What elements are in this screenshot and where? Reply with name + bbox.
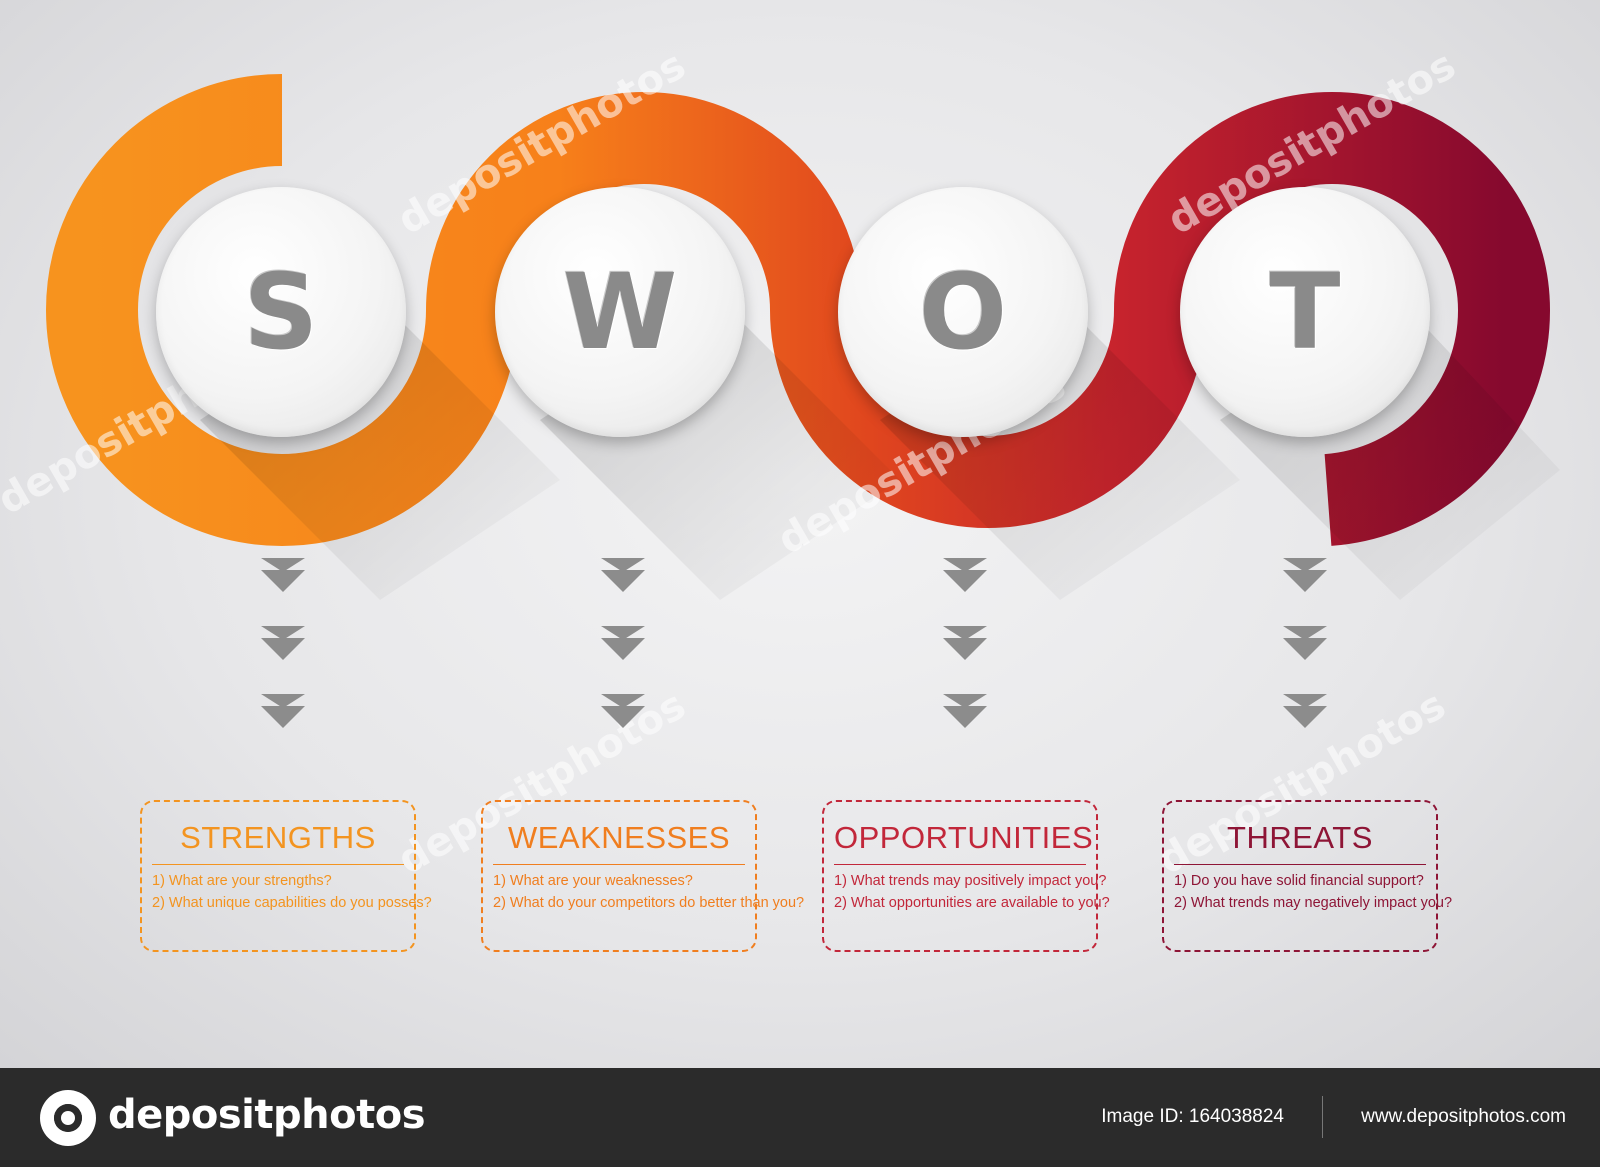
circle-o: O xyxy=(838,187,1088,437)
circle-s: S xyxy=(156,187,406,437)
arrow-down-icon xyxy=(1283,558,1327,592)
brand-name[interactable]: depositphotos xyxy=(108,1092,426,1138)
camera-logo-icon xyxy=(40,1090,96,1146)
card-title: THREATS xyxy=(1174,820,1426,865)
card-question-1: 1) What trends may positively impact you… xyxy=(834,873,1107,889)
letter-w: W xyxy=(562,251,678,373)
card-threats: THREATS 1) Do you have solid financial s… xyxy=(1162,800,1453,952)
swot-canvas: depositphotos depositphotos depositphoto… xyxy=(0,0,1600,1068)
letter-o: O xyxy=(918,251,1008,373)
card-question-1: 1) Do you have solid financial support? xyxy=(1174,873,1424,889)
arrow-down-icon xyxy=(261,626,305,660)
card-strengths: STRENGTHS 1) What are your strengths? 2)… xyxy=(140,800,432,952)
arrow-down-icon xyxy=(1283,626,1327,660)
arrow-down-icon xyxy=(943,558,987,592)
card-question-2: 2) What unique capabilities do you posse… xyxy=(152,895,432,911)
arrow-down-icon xyxy=(943,694,987,728)
card-question-1: 1) What are your strengths? xyxy=(152,873,332,889)
card-question-2: 2) What do your competitors do better th… xyxy=(493,895,805,911)
arrow-down-icon xyxy=(601,694,645,728)
arrow-down-icon xyxy=(601,558,645,592)
card-opportunities: OPPORTUNITIES 1) What trends may positiv… xyxy=(822,800,1110,952)
card-question-1: 1) What are your weaknesses? xyxy=(493,873,693,889)
arrow-down-icon xyxy=(261,558,305,592)
site-link[interactable]: www.depositphotos.com xyxy=(1361,1106,1566,1127)
card-question-2: 2) What trends may negatively impact you… xyxy=(1174,895,1453,911)
arrow-down-icon xyxy=(601,626,645,660)
letter-t: T xyxy=(1269,251,1341,373)
arrow-column-o xyxy=(940,558,990,774)
image-id: Image ID: 164038824 xyxy=(1101,1106,1284,1127)
arrow-down-icon xyxy=(943,626,987,660)
ribbon-path xyxy=(46,74,1551,547)
card-title: STRENGTHS xyxy=(152,820,404,865)
arrow-column-s xyxy=(258,558,308,774)
card-title: WEAKNESSES xyxy=(493,820,745,865)
circle-w: W xyxy=(495,187,745,437)
card-weaknesses: WEAKNESSES 1) What are your weaknesses? … xyxy=(481,800,805,952)
letter-s: S xyxy=(243,251,319,373)
footer-divider xyxy=(1322,1096,1323,1138)
arrow-column-t xyxy=(1280,558,1330,774)
card-question-2: 2) What opportunities are available to y… xyxy=(834,895,1110,911)
arrow-down-icon xyxy=(1283,694,1327,728)
footer-bar: depositphotos Image ID: 164038824 www.de… xyxy=(0,1068,1600,1167)
arrow-column-w xyxy=(598,558,648,774)
circle-t: T xyxy=(1180,187,1430,437)
card-title: OPPORTUNITIES xyxy=(834,820,1093,865)
arrow-down-icon xyxy=(261,694,305,728)
